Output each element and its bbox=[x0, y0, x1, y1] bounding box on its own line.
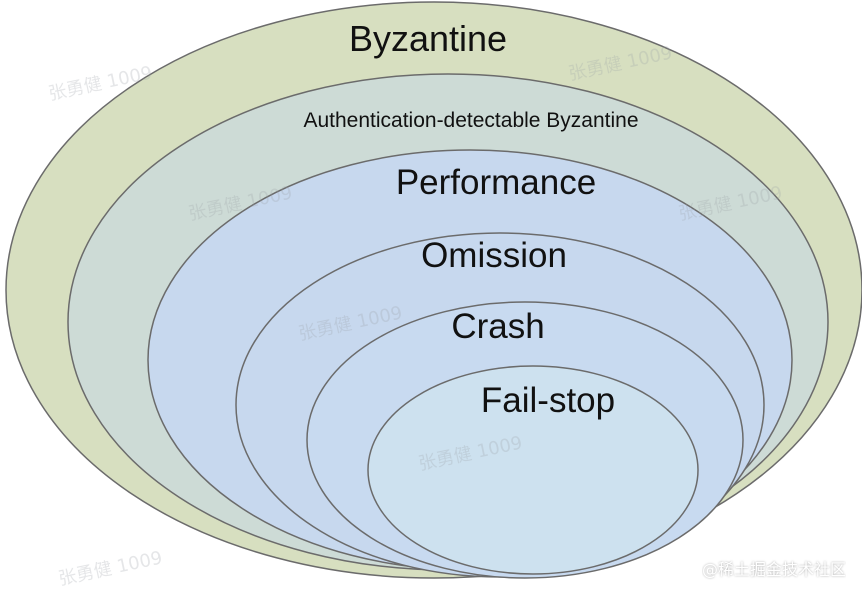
layer-label-byzantine: Byzantine bbox=[349, 18, 507, 59]
layer-label-crash: Crash bbox=[451, 307, 544, 346]
watermark-text: 张勇健 1009 bbox=[57, 547, 165, 589]
layer-label-performance: Performance bbox=[396, 163, 596, 202]
layer-label-fail-stop: Fail-stop bbox=[481, 381, 615, 420]
footer-credit: @稀土掘金技术社区 bbox=[701, 560, 846, 579]
layer-label-authentication-detectable-byzantine: Authentication-detectable Byzantine bbox=[303, 109, 638, 132]
layer-label-omission: Omission bbox=[421, 236, 567, 275]
layer-ellipse-fail-stop bbox=[367, 365, 699, 575]
